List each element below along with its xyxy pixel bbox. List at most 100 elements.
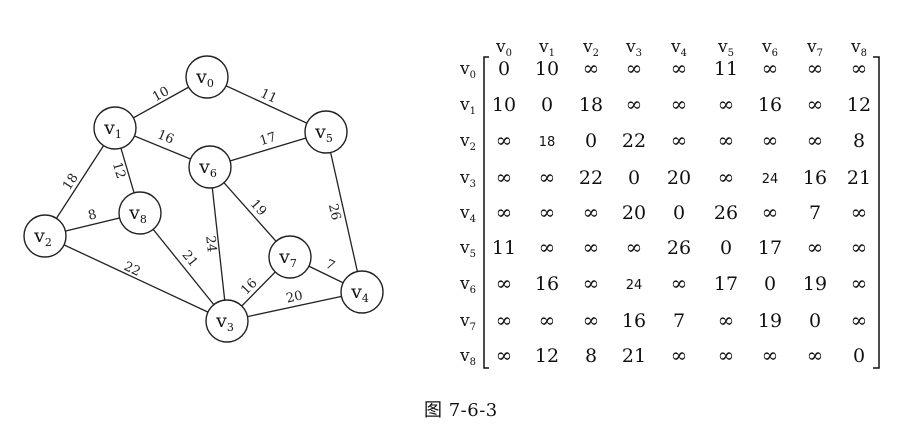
- matrix-cell: ∞: [539, 200, 556, 224]
- matrix-cell: ∞: [718, 165, 735, 189]
- matrix-cell: ∞: [496, 343, 513, 367]
- column-header: v8: [850, 37, 867, 59]
- vertex-v0: v0: [185, 55, 229, 99]
- matrix-cell: 7: [673, 310, 685, 332]
- row-header: v5: [459, 238, 476, 260]
- edge-v8-v3: [139, 212, 228, 322]
- matrix-cell: 0: [541, 94, 553, 116]
- matrix-cell: 7: [809, 202, 821, 224]
- column-header: v1: [538, 37, 555, 59]
- row-header: v8: [459, 346, 476, 368]
- matrix-cell: ∞: [583, 308, 600, 332]
- vertex-v5: v5: [304, 110, 348, 154]
- matrix-cell: 21: [847, 167, 871, 189]
- matrix-cell: 19: [803, 273, 827, 295]
- matrix-cell: 26: [667, 237, 691, 259]
- matrix-cell: 8: [585, 345, 597, 367]
- matrix-cell: ∞: [851, 271, 868, 295]
- edge-weight-label: 22: [121, 259, 142, 280]
- matrix-cell: ∞: [583, 56, 600, 80]
- matrix-cell: 0: [585, 130, 597, 152]
- column-header: v0: [495, 37, 512, 59]
- matrix-cell: ∞: [671, 271, 688, 295]
- edge-v5-v4: [325, 131, 363, 293]
- svg-text:v6: v6: [198, 156, 217, 180]
- right-bracket: [873, 56, 880, 369]
- matrix-cell: ∞: [496, 165, 513, 189]
- matrix-cell: ∞: [496, 128, 513, 152]
- matrix-cell: 0: [628, 167, 640, 189]
- matrix-cell: ∞: [539, 308, 556, 332]
- matrix-cell: 0: [809, 310, 821, 332]
- matrix-cell: 0: [673, 202, 685, 224]
- column-header: v7: [806, 37, 823, 59]
- matrix-cell: ∞: [718, 343, 735, 367]
- edge-weight-label: 24: [202, 235, 219, 253]
- vertex-v8: v8: [118, 191, 162, 235]
- matrix-cell: ∞: [762, 200, 779, 224]
- matrix-cell: ∞: [583, 200, 600, 224]
- matrix-cell: ∞: [583, 235, 600, 259]
- row-header: v7: [459, 311, 476, 333]
- matrix-cell: ∞: [718, 92, 735, 116]
- vertex-v2: v2: [23, 214, 67, 258]
- matrix-cell: ∞: [671, 128, 688, 152]
- matrix-cell: 18: [579, 94, 603, 116]
- matrix-cell: ∞: [851, 200, 868, 224]
- matrix-cell: 0: [720, 237, 732, 259]
- edge-weight-label: 11: [258, 86, 279, 107]
- matrix-cell: 20: [622, 202, 646, 224]
- matrix-cell: 11: [714, 58, 738, 80]
- figure-caption: 图 7-6-3: [424, 400, 498, 421]
- matrix-cell: ∞: [626, 56, 643, 80]
- svg-text:v8: v8: [128, 202, 147, 226]
- matrix-cell: 8: [853, 130, 865, 152]
- matrix-cell: ∞: [496, 200, 513, 224]
- matrix-cell: ∞: [851, 308, 868, 332]
- matrix-cell: ∞: [718, 308, 735, 332]
- vertex-v4: v4: [340, 270, 384, 314]
- svg-text:v0: v0: [195, 66, 214, 90]
- column-header: v6: [761, 37, 778, 59]
- matrix-cell: ∞: [807, 92, 824, 116]
- matrix-cell: 17: [758, 237, 782, 259]
- row-header: v0: [459, 59, 476, 81]
- matrix-cell: 12: [847, 94, 871, 116]
- vertex-v1: v1: [93, 106, 137, 150]
- matrix-cell: 0: [764, 273, 776, 295]
- matrix-cell: 16: [535, 273, 559, 295]
- matrix-cell: ∞: [762, 56, 779, 80]
- column-header: v5: [717, 37, 734, 59]
- matrix-cell: 12: [535, 345, 559, 367]
- vertex-v6: v6: [188, 145, 232, 189]
- matrix-cell: ∞: [807, 56, 824, 80]
- column-header: v4: [670, 37, 687, 59]
- row-header: v6: [459, 274, 476, 296]
- svg-text:v1: v1: [103, 117, 122, 141]
- matrix-cell: 22: [622, 130, 646, 152]
- matrix-cell: 10: [492, 94, 516, 116]
- matrix-cell: 17: [714, 273, 738, 295]
- matrix-cell: 19: [758, 310, 782, 332]
- matrix-cell: ∞: [671, 92, 688, 116]
- row-header: v2: [459, 131, 476, 153]
- matrix-cell: ∞: [626, 92, 643, 116]
- matrix-cell: 18: [539, 135, 556, 150]
- column-header: v3: [625, 37, 642, 59]
- matrix-cell: ∞: [671, 56, 688, 80]
- edge-weight-label: 8: [87, 207, 99, 224]
- matrix-cell: ∞: [851, 56, 868, 80]
- row-header: v3: [459, 168, 476, 190]
- matrix-cell: ∞: [762, 343, 779, 367]
- edge-weight-label: 12: [109, 160, 128, 180]
- edge-weight-label: 17: [258, 130, 278, 149]
- matrix-cell: ∞: [851, 235, 868, 259]
- row-header: v1: [459, 95, 476, 117]
- vertex-v3: v3: [205, 299, 249, 343]
- matrix-cell: ∞: [762, 128, 779, 152]
- matrix-cell: 16: [622, 310, 646, 332]
- svg-text:v2: v2: [33, 225, 52, 249]
- matrix-cell: 16: [758, 94, 782, 116]
